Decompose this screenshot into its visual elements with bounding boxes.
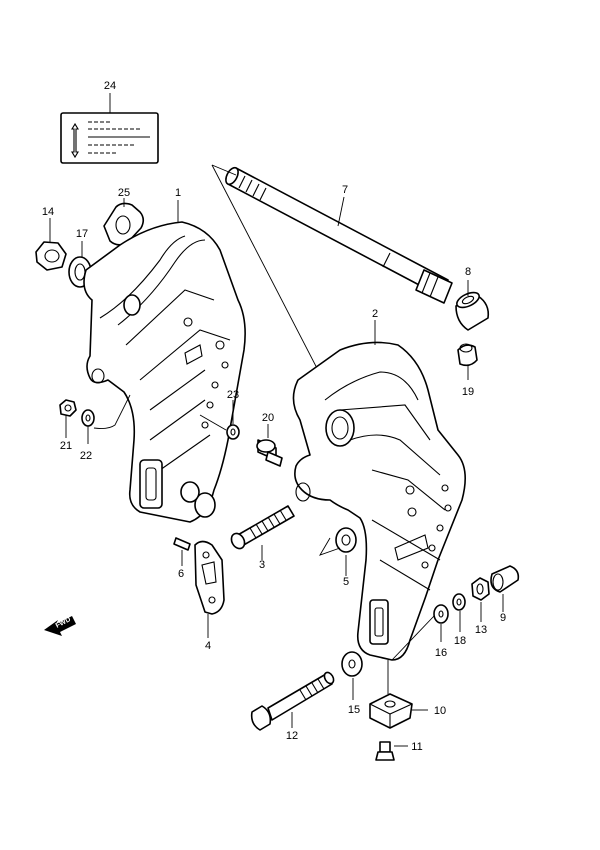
callout-5: 5 (343, 576, 349, 588)
part-16-washer (391, 604, 449, 661)
part-9-bushing (490, 565, 520, 612)
part-15-washer (341, 651, 363, 700)
callout-1: 1 (175, 187, 181, 199)
part-5-washer (318, 527, 357, 576)
callout-19: 19 (462, 386, 474, 398)
part-4-tilt-lever (194, 540, 225, 638)
part-3-screw (230, 505, 295, 560)
fwd-direction-arrow (44, 616, 76, 636)
callout-8: 8 (465, 266, 471, 278)
callout-11: 11 (411, 741, 422, 753)
part-19-bushing (457, 343, 478, 380)
callout-22: 22 (80, 450, 92, 462)
part-8-bushing (455, 280, 490, 331)
part-18-washer (452, 593, 466, 632)
part-10-nut-block (369, 660, 428, 729)
callout-4: 4 (205, 640, 211, 652)
part-13-nut (471, 577, 490, 622)
callout-23: 23 (227, 389, 239, 401)
callout-14: 14 (42, 206, 54, 218)
part-12-bolt (250, 671, 335, 731)
callout-12: 12 (286, 730, 298, 742)
callout-7: 7 (342, 184, 348, 196)
callout-13: 13 (475, 624, 487, 636)
callout-15: 15 (348, 704, 360, 716)
part-24-caution-label (60, 93, 159, 164)
part-11-bolt (375, 741, 408, 761)
callout-25: 25 (118, 187, 130, 199)
callout-24: 24 (104, 80, 116, 92)
part-22-washer (81, 394, 131, 444)
part-14-nut (35, 218, 67, 271)
callout-9: 9 (500, 612, 506, 624)
part-21-nut (59, 399, 77, 438)
callout-21: 21 (60, 440, 72, 452)
part-23-washer (199, 400, 240, 440)
callout-16: 16 (435, 647, 447, 659)
part-6-pin (173, 537, 191, 566)
part-20-pin (256, 424, 283, 467)
callout-3: 3 (259, 559, 265, 571)
callout-10: 10 (434, 705, 446, 717)
callout-6: 6 (178, 568, 184, 580)
callout-17: 17 (76, 228, 88, 240)
callout-20: 20 (262, 412, 274, 424)
part-2-stern-bracket (292, 320, 466, 661)
callout-18: 18 (454, 635, 466, 647)
part-1-stern-bracket (83, 200, 246, 523)
callout-2: 2 (372, 308, 378, 320)
part-25-plate (103, 198, 145, 246)
